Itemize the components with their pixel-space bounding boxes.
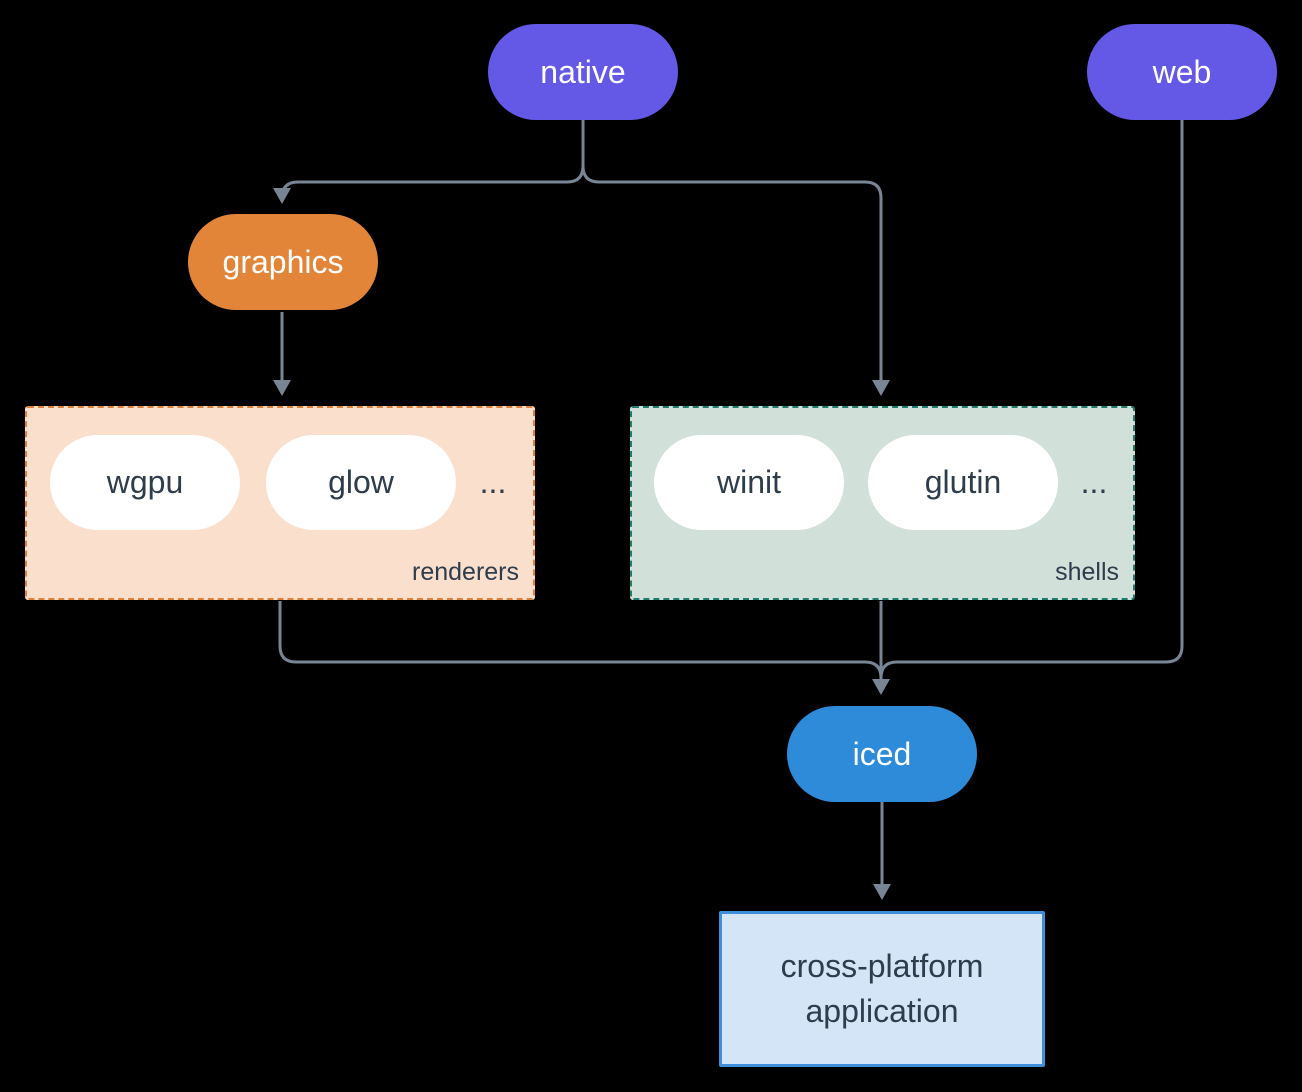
- group-renderers: wgpu glow ... renderers: [25, 406, 535, 600]
- node-glutin: glutin: [868, 435, 1058, 530]
- edge-renderers-to-merge: [278, 601, 883, 679]
- node-iced: iced: [787, 706, 977, 802]
- application-label-line1: cross-platform: [780, 948, 984, 984]
- node-native: native: [488, 24, 678, 120]
- node-glow: glow: [266, 435, 456, 530]
- group-shells: winit glutin ... shells: [630, 406, 1135, 600]
- node-wgpu: wgpu: [50, 435, 240, 530]
- renderers-ellipsis: ...: [479, 464, 507, 500]
- node-cross-platform-application: cross-platform application: [719, 911, 1045, 1067]
- application-label-line2: application: [805, 993, 959, 1029]
- node-winit: winit: [654, 435, 844, 530]
- edge-native-to-shells: [581, 120, 890, 396]
- renderers-group-label: renderers: [412, 558, 519, 586]
- shells-group-label: shells: [1055, 558, 1119, 586]
- node-web: web: [1087, 24, 1277, 120]
- node-graphics: graphics: [188, 214, 378, 310]
- edge-web-to-merge: [879, 120, 1184, 679]
- edge-native-to-graphics: [273, 120, 585, 204]
- shells-ellipsis: ...: [1080, 464, 1108, 500]
